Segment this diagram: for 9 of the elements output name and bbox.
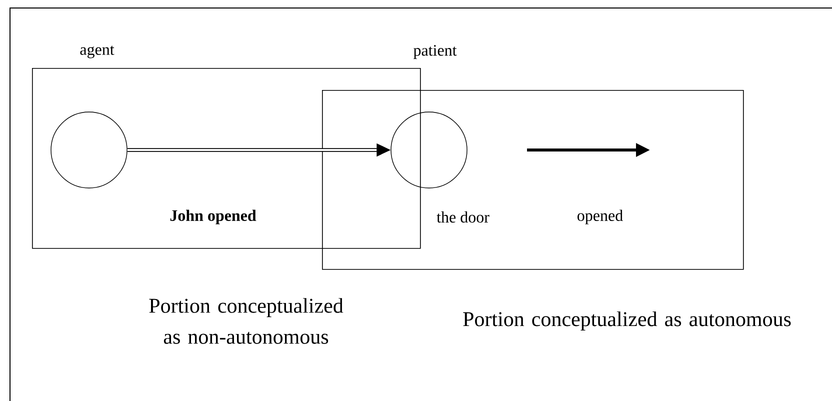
phrase-text: the door	[436, 211, 490, 223]
caption-text: Portion conceptualized as non-autonomous	[149, 298, 344, 344]
heading-label: agent	[80, 46, 114, 58]
phrase-text: opened	[578, 210, 623, 224]
caption-text: Portion conceptualized as autonomous	[463, 311, 791, 330]
heading-label: patient	[414, 45, 457, 59]
circle	[50, 112, 128, 188]
bold-text: John opened	[170, 210, 256, 224]
circle	[390, 112, 468, 188]
